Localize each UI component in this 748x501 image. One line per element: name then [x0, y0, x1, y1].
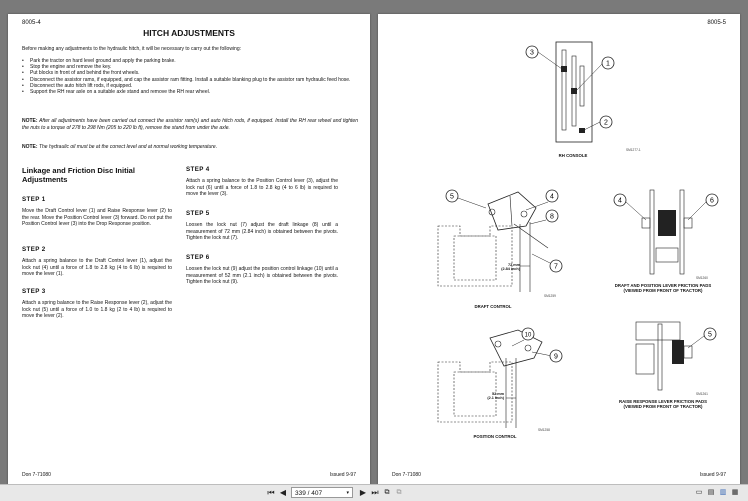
callout-6: 6: [705, 193, 719, 207]
two-page-view-icon[interactable]: ▥: [719, 489, 727, 496]
callout-label: 6: [710, 198, 714, 205]
step-label: STEP 2: [22, 246, 46, 253]
measurement-value: 52 mm: [491, 392, 504, 396]
callout-4: 4: [545, 189, 559, 203]
page-number: 8005-4: [22, 20, 41, 26]
step-label: STEP 1: [22, 196, 46, 203]
callout-label: 4: [618, 198, 622, 205]
measurement-label: 52 mm (2.1 inch): [474, 392, 504, 400]
step-text: Attach a spring balance to the Position …: [186, 178, 338, 197]
list-item: Support the RH rear axle on a suitable a…: [22, 89, 352, 95]
figure-code: SM1277-1: [626, 148, 641, 152]
first-page-icon[interactable]: ⏮: [267, 488, 275, 497]
rh-console-figure: 3 1 2: [525, 41, 615, 143]
caption-line: DRAFT AND POSITION LEVER FRICTION PADS: [614, 283, 712, 288]
viewer-toolbar: ⏮ ◀ 339 / 407 ▾ ▶ ⏭ ⧉ ⧉ ▭ ▤ ▥ ▦: [0, 484, 748, 501]
footer-left: Don 7-71080: [22, 472, 51, 478]
list-item: Stop the engine and remove the key.: [22, 64, 352, 70]
callout-label: 2: [604, 120, 608, 127]
list-item: Put blocks in front of and behind the fr…: [22, 70, 352, 76]
callout-label: 1: [606, 61, 610, 68]
step-label: STEP 6: [186, 254, 210, 261]
callout-2: 2: [599, 115, 613, 129]
callout-7: 7: [549, 259, 563, 273]
callout-8: 8: [545, 209, 559, 223]
page-title: HITCH ADJUSTMENTS: [143, 28, 235, 38]
intro-text: Before making any adjustments to the hyd…: [22, 46, 241, 52]
draft-control-figure: 5 4 8 7: [437, 189, 563, 292]
list-item: Disconnect the assistor rams, if equippe…: [22, 77, 352, 83]
callout-5: 5: [703, 327, 717, 341]
measurement-sub: (2.1 inch): [487, 396, 504, 400]
callout-label: 9: [554, 354, 558, 361]
list-item: Park the tractor on hard level ground an…: [22, 58, 352, 64]
figure-code: SM1261: [696, 392, 708, 396]
callout-9: 9: [549, 349, 563, 363]
position-control-figure: 10 9: [437, 327, 563, 428]
figure-caption: POSITION CONTROL: [473, 434, 517, 439]
next-page-icon[interactable]: ▶: [359, 488, 367, 497]
step-label: STEP 5: [186, 210, 210, 217]
note-text: The hydraulic oil must be at the correct…: [38, 144, 218, 150]
callout-5: 5: [445, 189, 459, 203]
copy-icon[interactable]: ⧉: [384, 489, 390, 496]
figure-code: SM1260: [696, 276, 708, 280]
page-number-field[interactable]: 339 / 407 ▾: [291, 487, 353, 498]
raise-response-friction-pads-figure: 5: [635, 321, 717, 391]
note-text: After all adjustments have been carried …: [22, 118, 358, 131]
callout-label: 8: [550, 214, 554, 221]
section-heading: Linkage and Friction Disc Initial Adjust…: [22, 166, 135, 184]
footer-left: Don 7-71080: [392, 472, 421, 478]
callout-label: 10: [525, 333, 532, 339]
prep-bullet-list: Park the tractor on hard level ground an…: [22, 58, 352, 95]
callout-label: 7: [554, 264, 558, 271]
draft-position-friction-pads-figure: 4 6: [613, 189, 719, 275]
step-label: STEP 3: [22, 288, 46, 295]
caption-line: (VIEWED FROM FRONT OF TRACTOR): [623, 288, 703, 293]
last-page-icon[interactable]: ⏭: [371, 488, 379, 497]
caption-line: RAISE RESPONSE LEVER FRICTION PADS: [618, 399, 708, 404]
left-page: 8005-4 HITCH ADJUSTMENTS Before making a…: [8, 14, 370, 486]
page-number-value: 339 / 407: [295, 490, 323, 497]
figure-code: SM1259: [544, 294, 556, 298]
caption-line: (VIEWED FROM FRONT OF TRACTOR): [623, 404, 703, 409]
step-text: Loosen the lock nut (9) adjust the posit…: [186, 266, 338, 285]
figure-caption: RH CONSOLE: [558, 153, 588, 158]
callout-label: 3: [530, 50, 534, 57]
footer-right: Issued 9-97: [699, 472, 726, 478]
note-1: NOTE: After all adjustments have been ca…: [22, 118, 358, 131]
step-text: Attach a spring balance to the Draft Con…: [22, 258, 172, 277]
right-page: 8005-5 3 1 2 SM1277-1 RH CONSOLE 5 4: [378, 14, 740, 486]
callout-4: 4: [613, 193, 627, 207]
page-number: 8005-5: [707, 20, 726, 26]
callout-1: 1: [601, 56, 615, 70]
callout-10: 10: [521, 327, 535, 341]
two-page-continuous-view-icon[interactable]: ▦: [731, 489, 739, 496]
step-label: STEP 4: [186, 166, 210, 173]
continuous-view-icon[interactable]: ▤: [707, 489, 715, 496]
callout-3: 3: [525, 45, 539, 59]
step-text: Loosen the lock nut (7) adjust the draft…: [186, 222, 338, 241]
single-page-view-icon[interactable]: ▭: [695, 489, 703, 496]
measurement-value: 72 mm: [507, 263, 520, 267]
callout-label: 4: [550, 194, 554, 201]
callout-label: 5: [708, 332, 712, 339]
callout-label: 5: [450, 194, 454, 201]
chevron-down-icon[interactable]: ▾: [346, 490, 349, 496]
note-label: NOTE:: [22, 144, 38, 150]
footer-right: Issued 9-97: [329, 472, 356, 478]
step-text: Attach a spring balance to the Raise Res…: [22, 300, 172, 319]
figure-code: SM1258: [538, 428, 550, 432]
step-text: Move the Draft Control lever (1) and Rai…: [22, 208, 172, 227]
paste-icon[interactable]: ⧉: [396, 489, 402, 496]
list-item: Disconnect the auto hitch lift rods, if …: [22, 83, 352, 89]
note-label: NOTE:: [22, 118, 38, 124]
figure-caption: DRAFT AND POSITION LEVER FRICTION PADS (…: [590, 283, 736, 293]
figure-caption: RAISE RESPONSE LEVER FRICTION PADS (VIEW…: [590, 399, 736, 409]
figure-caption: DRAFT CONTROL: [474, 304, 512, 309]
measurement-label: 72 mm (2.84 inch): [490, 263, 520, 271]
note-2: NOTE: The hydraulic oil must be at the c…: [22, 144, 358, 151]
previous-page-icon[interactable]: ◀: [279, 488, 287, 497]
measurement-sub: (2.84 inch): [501, 267, 520, 271]
